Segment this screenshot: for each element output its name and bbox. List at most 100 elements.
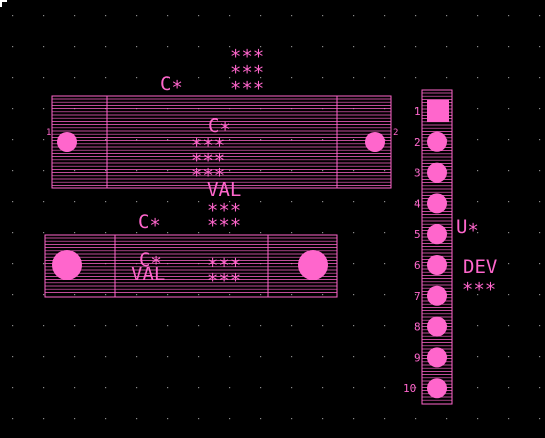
grid-dot: [229, 418, 231, 420]
grid-dot: [198, 325, 200, 327]
grid-dot: [198, 46, 200, 48]
grid-dot: [415, 294, 417, 296]
grid-dot: [539, 77, 541, 79]
component-cap-lower[interactable]: [44, 234, 338, 298]
grid-dot: [353, 46, 355, 48]
pin-number-8: 8: [414, 321, 421, 334]
pad-2[interactable]: [365, 132, 385, 152]
grid-dot: [477, 170, 479, 172]
pin-9-pad[interactable]: [427, 347, 447, 368]
svg-text:∗∗∗: ∗∗∗: [230, 42, 264, 64]
grid-dot: [322, 387, 324, 389]
grid-dot: [198, 232, 200, 234]
grid-dot: [43, 418, 45, 420]
pin-7-pad[interactable]: [427, 285, 447, 306]
grid-dot: [260, 77, 262, 79]
svg-text:∗∗∗: ∗∗∗: [207, 196, 241, 218]
grid-dot: [477, 77, 479, 79]
pad-2[interactable]: [298, 250, 328, 280]
pad-1[interactable]: [52, 250, 82, 280]
cap-lower-inner-ref: C∗: [139, 249, 162, 271]
component-header-u[interactable]: [421, 89, 453, 405]
header-stars: ∗∗∗: [462, 275, 496, 297]
grid-dot: [74, 170, 76, 172]
grid-dot: [229, 15, 231, 17]
grid-dot: [322, 356, 324, 358]
svg-text:∗∗∗: ∗∗∗: [191, 146, 225, 168]
grid-dot: [12, 46, 14, 48]
grid-dot: [415, 387, 417, 389]
grid-dot: [167, 232, 169, 234]
pin-number-10: 10: [403, 382, 416, 395]
grid-dot: [539, 356, 541, 358]
pin-number-5: 5: [414, 228, 421, 241]
cap-lower-ref-label[interactable]: C∗: [138, 211, 161, 233]
grid-dot: [353, 325, 355, 327]
grid-dot: [105, 170, 107, 172]
pin-8-pad[interactable]: [427, 316, 447, 337]
grid-dot: [446, 15, 448, 17]
pin-2-pad[interactable]: [427, 131, 447, 152]
svg-text:∗∗∗: ∗∗∗: [207, 251, 241, 273]
pin-4-pad[interactable]: [427, 193, 447, 214]
grid-dot: [74, 46, 76, 48]
pin-3-pad[interactable]: [427, 162, 447, 183]
cap-lower-value-label[interactable]: VAL: [131, 263, 165, 285]
cap-upper-ref-label[interactable]: C∗: [160, 73, 183, 95]
component-cap-upper[interactable]: [51, 95, 392, 189]
silkscreen-hatch: [52, 98, 391, 186]
grid-dot: [229, 139, 231, 141]
grid-dot: [43, 325, 45, 327]
grid-dot: [508, 294, 510, 296]
grid-dot: [105, 294, 107, 296]
grid-dot: [136, 418, 138, 420]
grid-dot: [508, 139, 510, 141]
grid-dot: [198, 418, 200, 420]
grid-dot: [260, 418, 262, 420]
grid-dot: [136, 294, 138, 296]
grid-dot: [43, 15, 45, 17]
grid-dot: [136, 170, 138, 172]
grid-dot: [415, 232, 417, 234]
grid-dot: [477, 356, 479, 358]
grid-dot: [105, 77, 107, 79]
pin-10-pad[interactable]: [427, 378, 447, 399]
pad-number-2: 2: [393, 128, 398, 138]
cap-upper-stars-mid: ∗∗∗ ∗∗∗ ∗∗∗: [191, 131, 225, 183]
grid-dot: [136, 201, 138, 203]
grid-dot: [539, 46, 541, 48]
grid-dot: [508, 325, 510, 327]
grid-dot: [539, 108, 541, 110]
grid-dot: [384, 15, 386, 17]
header-device-label[interactable]: DEV: [463, 256, 497, 278]
pin-number-1: 1: [414, 105, 421, 118]
footprint-outline: [44, 234, 338, 298]
footprint-outline: [51, 95, 392, 189]
grid-dot: [12, 108, 14, 110]
grid-dot: [260, 201, 262, 203]
grid-dot: [508, 356, 510, 358]
header-ref-label[interactable]: U∗: [456, 216, 479, 238]
grid-dot: [260, 356, 262, 358]
pin-6-pad[interactable]: [427, 255, 447, 275]
grid-dot: [508, 232, 510, 234]
grid-dot: [353, 15, 355, 17]
grid-dot: [198, 294, 200, 296]
grid-dot: [353, 170, 355, 172]
grid-dot: [291, 387, 293, 389]
grid-dot: [539, 387, 541, 389]
grid-dot: [105, 46, 107, 48]
grid-dot: [167, 139, 169, 141]
pin-1-square-pad[interactable]: [427, 100, 449, 122]
pin-5-pad[interactable]: [427, 224, 447, 245]
grid-dot: [322, 232, 324, 234]
grid-dot: [105, 418, 107, 420]
grid-dot: [415, 139, 417, 141]
grid-dot: [74, 418, 76, 420]
grid-dot: [353, 294, 355, 296]
pad-1[interactable]: [57, 132, 77, 152]
grid-dot: [539, 139, 541, 141]
grid-dot: [539, 263, 541, 265]
cap-upper-value-label[interactable]: VAL: [207, 179, 241, 201]
